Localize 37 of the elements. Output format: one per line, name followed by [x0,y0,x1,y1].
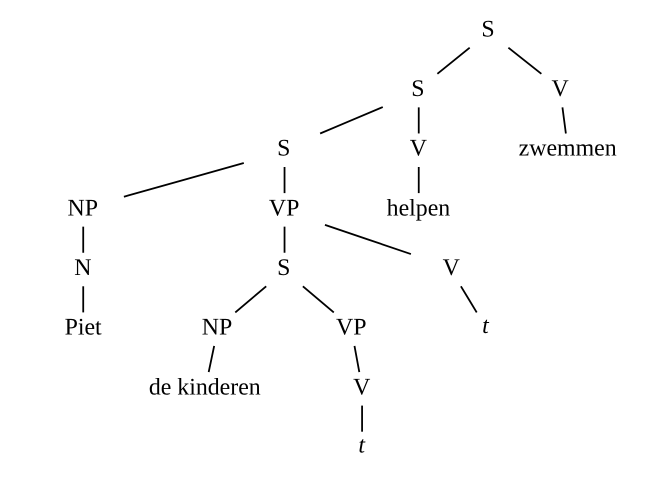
connector [353,346,360,372]
node-text: VP [268,195,299,222]
connector [561,107,566,134]
connector [417,167,420,194]
node-text: de kinderen [148,374,260,400]
connector [319,106,383,134]
connector [324,224,411,255]
node-text: S [480,16,494,42]
node-text: V [409,136,427,162]
node-text: helpen [386,195,450,222]
connector [283,167,285,194]
connector [123,162,244,198]
node-text: S [276,136,290,162]
connector [436,47,470,74]
node-text: N [74,254,92,281]
node-text: NP [201,314,232,341]
node-text: Piet [64,314,102,341]
connector [417,107,420,134]
connector [234,286,266,314]
connector [207,346,215,372]
node-text: V [442,254,460,281]
node-text: S [276,254,290,281]
node-text: t [482,313,488,340]
node-text: V [550,76,568,102]
node-text: S [410,76,424,102]
node-text: NP [67,195,98,222]
connector [360,406,362,432]
connector [460,286,477,313]
connector [283,226,285,253]
connector [302,286,334,314]
connector [82,226,84,253]
node-text: zwemmen [518,136,616,162]
connector [82,286,84,312]
node-text: t [358,432,364,458]
node-text: V [352,374,370,400]
node-text: VP [335,314,366,341]
connector [507,47,542,75]
